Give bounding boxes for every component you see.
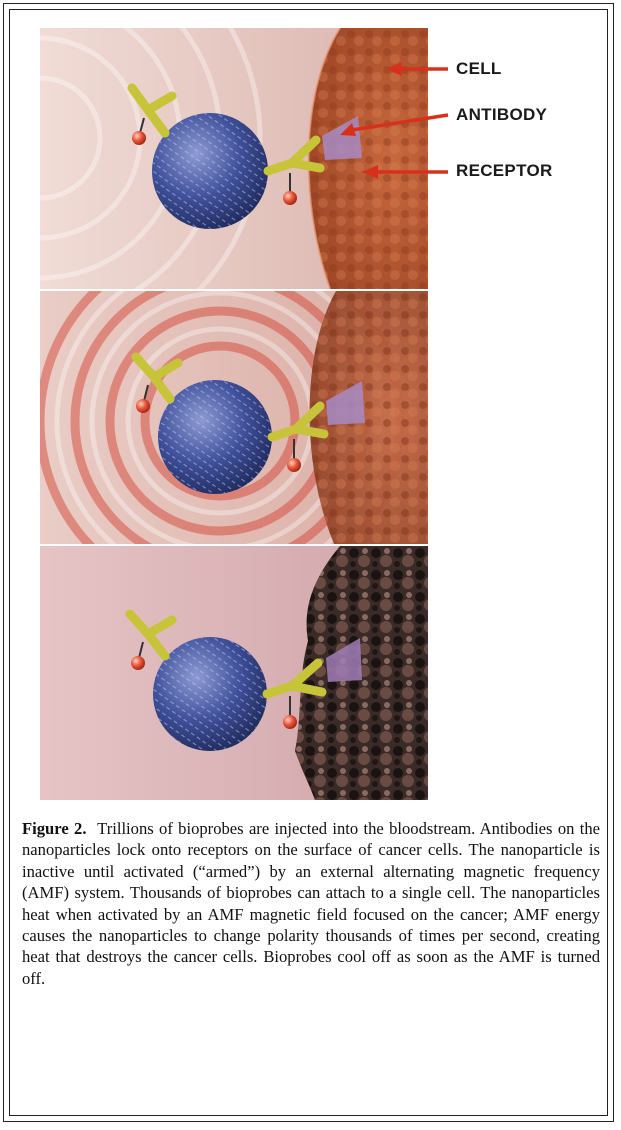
figure-label: Figure 2. [22, 819, 86, 838]
panel-attach [40, 28, 428, 289]
caption-text: Trillions of bioprobes are injected into… [22, 819, 600, 988]
panel-activation [40, 291, 428, 544]
label-antibody: ANTIBODY [456, 105, 547, 125]
figure-caption: Figure 2. Trillions of bioprobes are inj… [22, 818, 600, 989]
figure-illustration [40, 28, 428, 800]
panel-destroyed [40, 546, 428, 800]
label-cell: CELL [456, 59, 502, 79]
label-receptor: RECEPTOR [456, 161, 553, 181]
